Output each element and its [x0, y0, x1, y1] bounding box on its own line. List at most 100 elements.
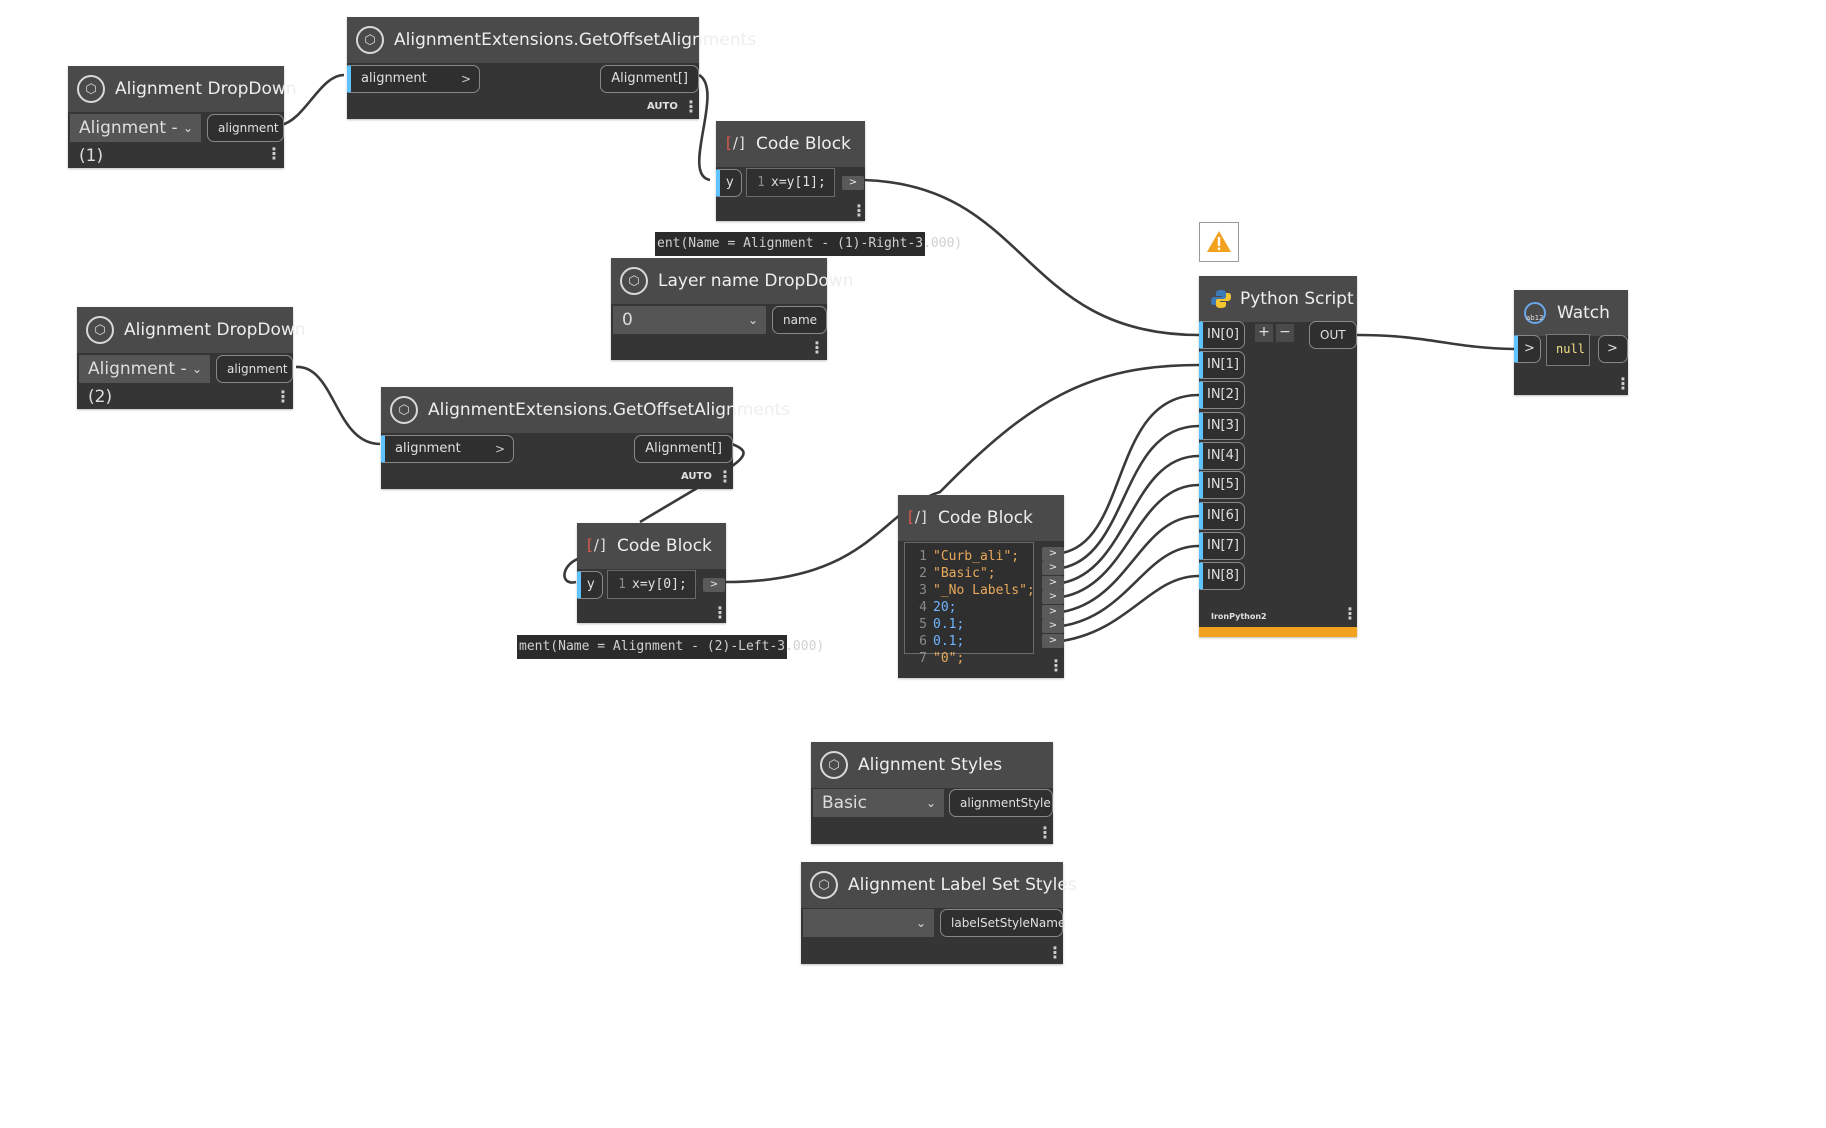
node-menu-icon[interactable]: ⋮ [1037, 823, 1053, 842]
output-port-line-7[interactable]: > [1042, 634, 1064, 648]
output-port-line-4[interactable]: > [1042, 590, 1064, 604]
input-port-in8[interactable]: IN[8] [1199, 562, 1245, 590]
input-port-label: IN[2] [1207, 387, 1239, 402]
node-menu-icon[interactable]: ⋮ [1047, 943, 1063, 962]
alignment-select[interactable]: Alignment - (1) ⌄ [70, 114, 201, 166]
output-port-alignment-array[interactable]: Alignment[] [600, 65, 699, 93]
remove-input-button[interactable]: − [1276, 324, 1294, 342]
civil3d-node-icon: ⬡ [356, 26, 384, 54]
output-port-alignment[interactable]: alignment [207, 114, 284, 142]
output-port-label-set-style-name[interactable]: labelSetStyleName [940, 909, 1065, 937]
output-port[interactable]: > [1598, 335, 1628, 363]
input-port[interactable]: > [1514, 335, 1541, 363]
chevron-down-icon: ⌄ [191, 362, 202, 376]
node-menu-icon[interactable]: ⋮ [809, 338, 825, 357]
output-port-line-1[interactable]: > [1042, 547, 1064, 561]
output-port-name[interactable]: name [772, 306, 827, 334]
line-number: 7 [919, 651, 927, 666]
label-set-style-select[interactable]: ⌄ [803, 909, 934, 937]
wire-cb3-to-in4 [1061, 454, 1200, 585]
node-title: AlignmentExtensions.GetOffsetAlignments [428, 400, 791, 420]
get-offset-alignments-node-1[interactable]: ⬡ AlignmentExtensions.GetOffsetAlignment… [347, 17, 756, 119]
input-port-in1[interactable]: IN[1] [1199, 351, 1245, 379]
input-port-in6[interactable]: IN[6] [1199, 502, 1245, 530]
python-engine-label[interactable]: IronPython2 [1211, 612, 1267, 621]
lacing-indicator[interactable]: AUTO [647, 101, 678, 112]
wire-cb3-to-in8 [1061, 574, 1200, 643]
node-menu-icon[interactable]: ⋮ [683, 97, 699, 116]
input-port-alignment[interactable]: alignment> [347, 65, 480, 93]
node-title: Watch [1557, 303, 1610, 323]
input-port-alignment[interactable]: alignment> [381, 435, 514, 463]
code-text: 20; [933, 600, 957, 615]
node-header[interactable]: ⬡ Alignment DropDown [68, 66, 297, 112]
watch-value: null [1556, 342, 1585, 356]
node-header[interactable]: [/] Code Block [716, 121, 865, 167]
layer-name-dropdown-node[interactable]: ⬡ Layer name DropDown 0 ⌄ name ⋮ [611, 258, 853, 360]
node-menu-icon[interactable]: ⋮ [275, 387, 291, 406]
node-header[interactable]: [/] Code Block [898, 495, 1064, 541]
output-port-x[interactable]: > [842, 176, 864, 190]
alignment-style-select[interactable]: Basic ⌄ [813, 789, 944, 817]
node-menu-icon[interactable]: ⋮ [712, 603, 728, 622]
code-block-node-3[interactable]: [/] Code Block 1"Curb_ali"; 2"Basic"; 3"… [898, 495, 1064, 678]
node-menu-icon[interactable]: ⋮ [1342, 604, 1358, 623]
add-input-button[interactable]: + [1255, 324, 1273, 342]
node-header[interactable]: Python Script [1199, 276, 1357, 322]
output-port-line-5[interactable]: > [1042, 605, 1064, 619]
output-port-out[interactable]: OUT [1309, 321, 1357, 349]
output-port-line-6[interactable]: > [1042, 619, 1064, 633]
input-port-label: y [587, 577, 595, 592]
layer-select[interactable]: 0 ⌄ [613, 306, 766, 334]
code-text: "Basic"; [933, 566, 996, 581]
output-port-line-2[interactable]: > [1042, 561, 1064, 575]
node-menu-icon[interactable]: ⋮ [1615, 374, 1631, 393]
output-port-line-3[interactable]: > [1042, 576, 1064, 590]
node-menu-icon[interactable]: ⋮ [266, 144, 282, 163]
alignment-select[interactable]: Alignment - (2) ⌄ [79, 355, 210, 407]
input-port-y[interactable]: y [577, 571, 603, 599]
node-menu-icon[interactable]: ⋮ [1048, 656, 1064, 675]
node-header[interactable]: [/] Code Block [577, 523, 726, 569]
output-port-alignment[interactable]: alignment [216, 355, 293, 383]
node-header[interactable]: ⬡ Alignment DropDown [77, 307, 306, 353]
output-port-alignment-style[interactable]: alignmentStyle [949, 789, 1053, 817]
alignment-styles-node[interactable]: ⬡ Alignment Styles Basic ⌄ alignmentStyl… [811, 742, 1053, 844]
wire-cb3-to-in6 [1061, 514, 1200, 614]
node-header[interactable]: ab12 Watch [1514, 290, 1628, 336]
node-header[interactable]: ⬡ Alignment Styles [811, 742, 1053, 788]
node-title: Code Block [617, 536, 712, 556]
input-port-in2[interactable]: IN[2] [1199, 381, 1245, 409]
node-menu-icon[interactable]: ⋮ [851, 201, 867, 220]
input-port-in5[interactable]: IN[5] [1199, 471, 1245, 499]
python-script-node[interactable]: Python Script IN[0] IN[1] IN[2] IN[3] IN… [1199, 276, 1358, 637]
watch-node[interactable]: ab12 Watch > null > ⋮ [1514, 290, 1631, 395]
input-port-in4[interactable]: IN[4] [1199, 442, 1245, 470]
node-header[interactable]: ⬡ AlignmentExtensions.GetOffsetAlignment… [381, 387, 790, 433]
output-port-alignment-array[interactable]: Alignment[] [634, 435, 733, 463]
input-port-in3[interactable]: IN[3] [1199, 412, 1245, 440]
alignment-label-set-styles-node[interactable]: ⬡ Alignment Label Set Styles ⌄ labelSetS… [801, 862, 1077, 964]
input-port-label: y [726, 175, 734, 190]
input-port-in7[interactable]: IN[7] [1199, 532, 1245, 560]
input-port-label: IN[6] [1207, 508, 1239, 523]
node-title: Layer name DropDown [658, 271, 854, 291]
node-header[interactable]: ⬡ AlignmentExtensions.GetOffsetAlignment… [347, 17, 756, 63]
get-offset-alignments-node-2[interactable]: ⬡ AlignmentExtensions.GetOffsetAlignment… [381, 387, 790, 489]
alignment-dropdown-node-1[interactable]: ⬡ Alignment DropDown Alignment - (1) ⌄ a… [68, 66, 297, 168]
node-header[interactable]: ⬡ Alignment Label Set Styles [801, 862, 1077, 908]
node-menu-icon[interactable]: ⋮ [717, 467, 733, 486]
lacing-indicator[interactable]: AUTO [681, 471, 712, 482]
input-port-y[interactable]: y [716, 169, 742, 197]
alignment-dropdown-node-2[interactable]: ⬡ Alignment DropDown Alignment - (2) ⌄ a… [77, 307, 306, 409]
warning-flag[interactable] [1199, 222, 1239, 262]
node-header[interactable]: ⬡ Layer name DropDown [611, 258, 853, 304]
output-port-x[interactable]: > [703, 578, 725, 592]
input-port-in0[interactable]: IN[0] [1199, 321, 1245, 349]
